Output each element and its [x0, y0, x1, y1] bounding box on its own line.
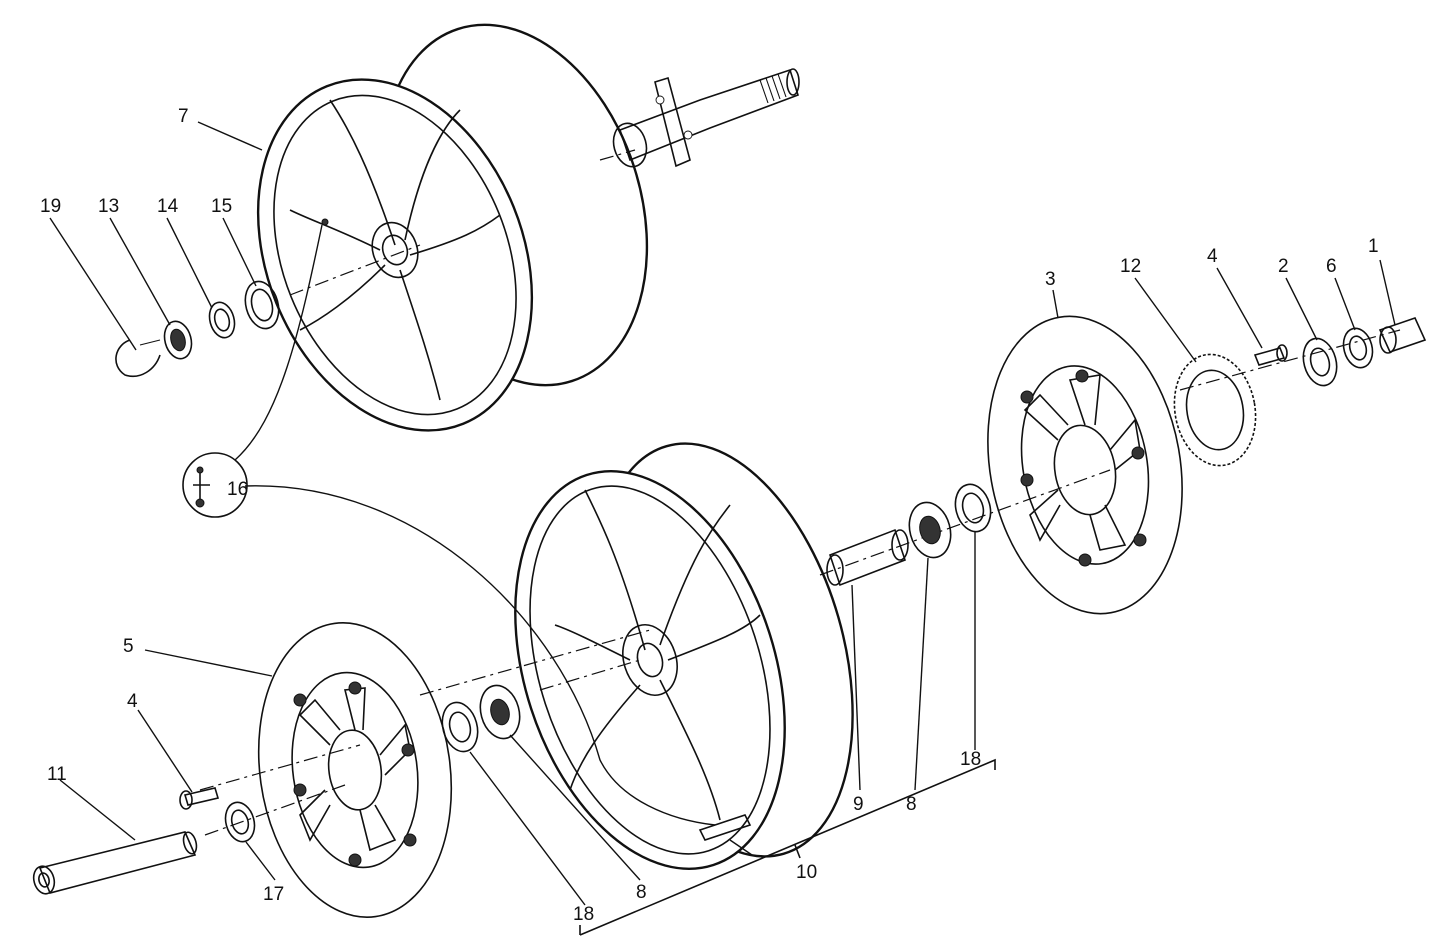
- callout-17: 17: [263, 884, 284, 905]
- front-axle: [32, 831, 198, 895]
- callout-labels: 1 2 3 4 4 5 6 7 8 8 9 10 11 12 13 14 15 …: [40, 106, 1379, 925]
- callout-4: 4: [1207, 246, 1218, 267]
- callout-19: 19: [40, 196, 61, 217]
- brake-disc-right: [987, 315, 1183, 615]
- callout-8: 8: [636, 882, 647, 903]
- front-wheel: [514, 442, 854, 870]
- callout-10: 10: [796, 862, 817, 883]
- callout-16: 16: [227, 479, 248, 500]
- callout-2: 2: [1278, 256, 1289, 277]
- leader-lines: [49, 121, 1396, 936]
- callout-13: 13: [98, 196, 119, 217]
- callout-3: 3: [1045, 269, 1056, 290]
- callout-6: 6: [1326, 256, 1337, 277]
- rear-wheel: [256, 23, 649, 432]
- tone-ring: [1173, 353, 1257, 467]
- callout-5: 5: [123, 636, 134, 657]
- callout-11: 11: [47, 764, 67, 785]
- callout-15: 15: [211, 196, 232, 217]
- callout-7: 7: [178, 106, 189, 127]
- front-spacer-bearings: [826, 483, 992, 587]
- valve-detail-bubble: [182, 224, 716, 826]
- callout-4: 4: [127, 691, 138, 712]
- rear-hub-carrier: [612, 68, 800, 168]
- callout-9: 9: [853, 794, 864, 815]
- callout-18: 18: [960, 749, 981, 770]
- right-small-parts: [1253, 317, 1427, 387]
- front-left-small-parts: [179, 787, 256, 843]
- rear-small-parts: [115, 280, 280, 377]
- callout-12: 12: [1120, 256, 1141, 277]
- callout-18: 18: [573, 904, 594, 925]
- brake-disc-left: [257, 622, 453, 918]
- callout-8: 8: [906, 794, 917, 815]
- front-left-bearings: [441, 684, 521, 753]
- callout-14: 14: [157, 196, 179, 217]
- callout-1: 1: [1368, 236, 1379, 257]
